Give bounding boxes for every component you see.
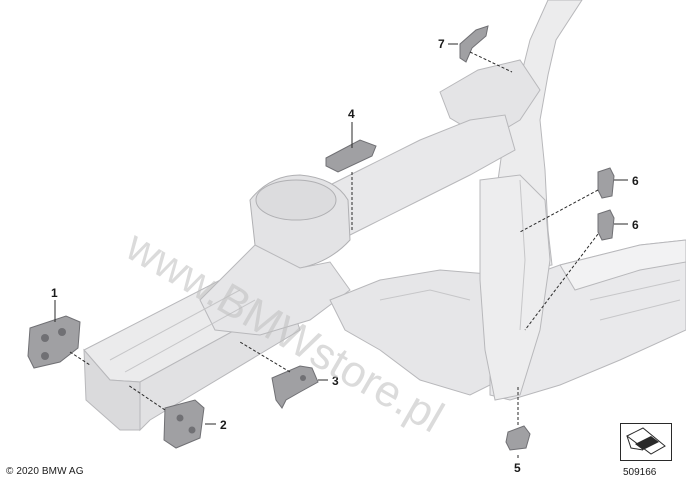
part-3-bracket bbox=[271, 365, 319, 409]
upper-rail bbox=[299, 114, 516, 251]
pillar-base bbox=[479, 174, 551, 401]
copyright-text: © 2020 BMW AG bbox=[6, 466, 84, 477]
callout-3: 3 bbox=[332, 374, 339, 388]
part-2-bracket bbox=[163, 399, 205, 449]
upper-inner-panel bbox=[439, 59, 541, 136]
callout-6a: 6 bbox=[632, 174, 639, 188]
part-7-bracket bbox=[459, 25, 489, 63]
part-5-bracket bbox=[505, 425, 531, 451]
part-6a-bracket bbox=[597, 167, 615, 199]
callout-2: 2 bbox=[220, 418, 227, 432]
part-4-bracket bbox=[325, 139, 377, 173]
callout-5: 5 bbox=[514, 461, 521, 475]
orientation-box bbox=[620, 423, 672, 461]
callout-labels: 1 2 3 4 5 6 6 7 bbox=[51, 37, 639, 475]
body-structure bbox=[83, 0, 686, 432]
callout-7: 7 bbox=[438, 37, 445, 51]
callout-4: 4 bbox=[348, 107, 355, 121]
leader-lines bbox=[54, 43, 628, 458]
wheelhouse-top bbox=[255, 179, 337, 221]
side-sill-top bbox=[559, 239, 686, 291]
part-6b-bracket bbox=[597, 209, 615, 241]
orientation-arrow-icon bbox=[626, 427, 666, 455]
callout-1: 1 bbox=[51, 286, 58, 300]
part-1-bracket bbox=[27, 315, 81, 369]
inner-apron bbox=[199, 244, 351, 336]
callout-6b: 6 bbox=[632, 218, 639, 232]
parts bbox=[27, 25, 615, 451]
diagram-number: 509166 bbox=[623, 467, 657, 478]
